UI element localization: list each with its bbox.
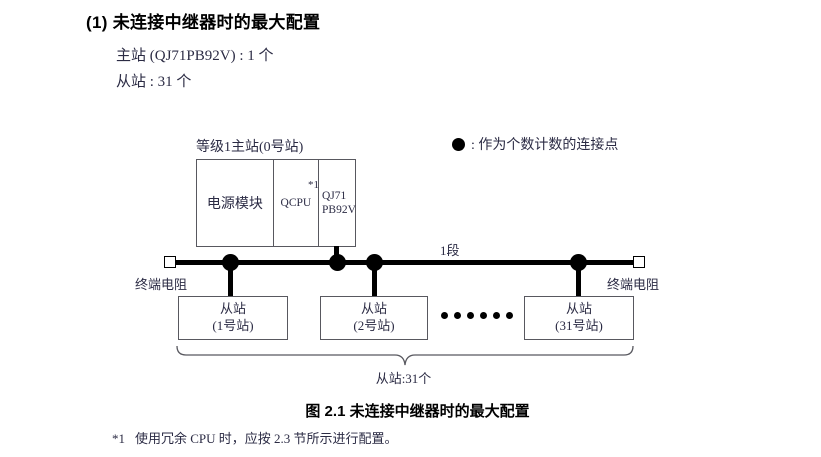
slave-station-label: 从站 <box>360 301 387 317</box>
ellipsis-dots <box>441 312 513 319</box>
slave-station-number: (2号站) <box>353 318 395 333</box>
slave-station-number: (31号站) <box>555 318 603 333</box>
segment-label: 1段 <box>440 243 460 258</box>
footnote: *1 使用冗余 CPU 时，应按 2.3 节所示进行配置。 <box>112 428 398 447</box>
terminating-resistor-right-label: 终端电阻 <box>607 277 660 292</box>
slave-station-box: 从站 (1号站) <box>178 296 288 340</box>
rack-cell-power-module-label: 电源模块 <box>206 197 263 212</box>
spec-master-count: 主站 (QJ71PB92V) : 1 个 <box>116 48 274 64</box>
slave-drop-line <box>576 262 581 296</box>
slave-station-number: (1号站) <box>212 318 254 333</box>
terminating-resistor-left-icon <box>164 256 176 268</box>
qcpu-footnote-marker: *1 <box>308 179 319 191</box>
spec-slave-count: 从站 : 31 个 <box>116 74 192 90</box>
filled-circle-icon <box>452 137 465 151</box>
slave-station-label: 从站 <box>565 301 592 317</box>
bus-trunk-line <box>176 260 638 265</box>
rack-cell-power-module: 电源模块 <box>197 160 274 246</box>
legend-label: : 作为个数计数的连接点 <box>471 138 619 153</box>
slave-drop-line <box>228 262 233 296</box>
slave-station-label: 从站 <box>219 301 246 317</box>
rack-cell-qj71pb92v-line1: QJ71 <box>322 189 347 202</box>
footnote-text: 使用冗余 CPU 时，应按 2.3 节所示进行配置。 <box>135 431 398 446</box>
rack-cell-qj71pb92v-line2: PB92V <box>322 204 356 216</box>
terminating-resistor-left-label: 终端电阻 <box>135 277 188 292</box>
slave-total-label: 从站:31个 <box>375 371 432 386</box>
rack-cell-qcpu: QCPU *1 <box>274 160 319 246</box>
rack-cell-qcpu-label: QCPU <box>280 197 312 209</box>
master-rack-title: 等级1主站(0号站) <box>196 140 304 155</box>
legend: : 作为个数计数的连接点 <box>452 134 618 154</box>
page-title: (1) 未连接中继器时的最大配置 <box>86 13 321 32</box>
slave-group-brace <box>176 345 634 366</box>
rack-cell-qj71pb92v: QJ71 PB92V <box>319 160 356 246</box>
figure-caption: 图 2.1 未连接中继器时的最大配置 <box>305 403 530 420</box>
slave-station-box: 从站 (2号站) <box>320 296 428 340</box>
terminating-resistor-right-icon <box>633 256 645 268</box>
master-rack: 电源模块 QCPU *1 QJ71 PB92V <box>196 159 356 247</box>
footnote-marker: *1 <box>112 431 125 446</box>
slave-station-box: 从站 (31号站) <box>524 296 634 340</box>
slave-drop-line <box>372 262 377 296</box>
connection-point-dot <box>329 254 346 271</box>
